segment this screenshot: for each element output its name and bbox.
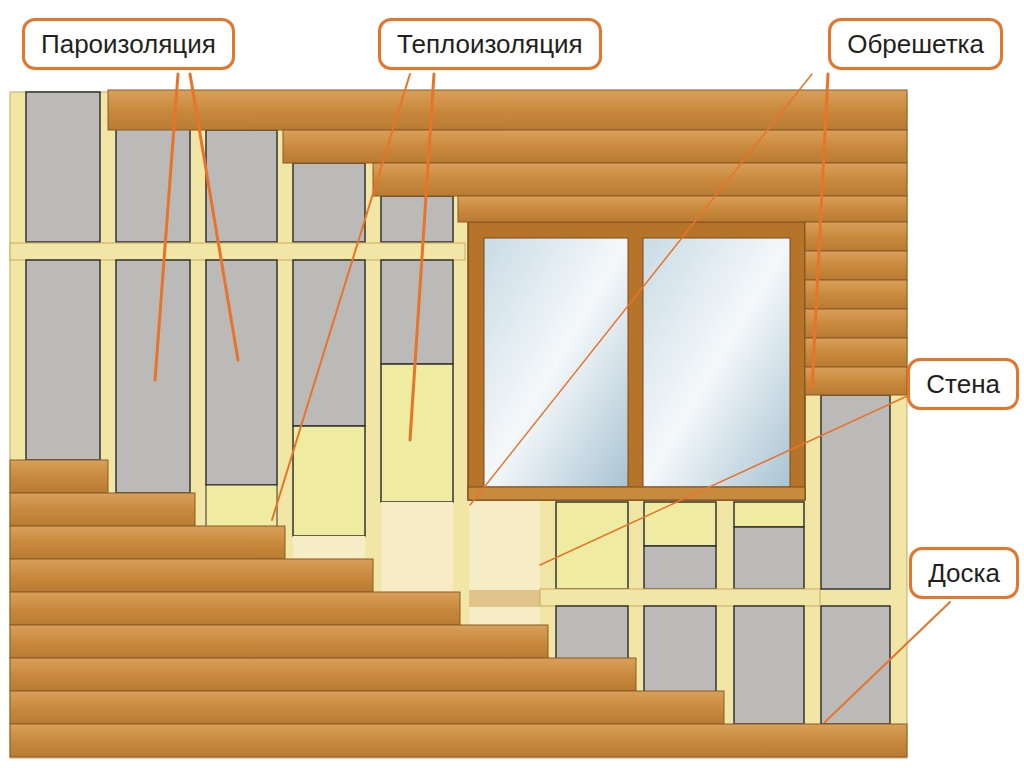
leader-line — [155, 74, 178, 380]
vapor-barrier — [293, 163, 365, 242]
board — [10, 460, 108, 493]
vapor-barrier — [381, 196, 453, 242]
vapor-barrier — [821, 395, 890, 589]
vapor-barrier — [734, 606, 804, 724]
leader-line — [410, 74, 434, 440]
vapor-barrier — [206, 260, 277, 485]
vapor-barrier — [821, 606, 890, 724]
callout-box: Теплоизоляция — [378, 18, 602, 70]
vapor-barrier — [644, 606, 716, 693]
leader-line — [540, 392, 916, 565]
rail — [469, 590, 540, 607]
callout-label: Пароизоляция — [41, 28, 216, 60]
board — [373, 163, 907, 196]
vapor-barrier — [26, 92, 100, 242]
board — [10, 592, 460, 625]
insulation — [734, 502, 804, 527]
leader-line — [190, 74, 238, 360]
board — [108, 90, 907, 130]
insulation — [644, 502, 716, 546]
wall — [293, 536, 365, 560]
board — [458, 196, 907, 222]
vapor-barrier — [556, 606, 628, 660]
board — [283, 130, 907, 163]
callout-box: Пароизоляция — [22, 18, 235, 70]
callout-label: Стена — [926, 368, 1000, 400]
rail — [540, 589, 820, 606]
leader-line — [812, 74, 828, 388]
vapor-barrier — [116, 260, 190, 493]
window-frame — [468, 222, 805, 500]
callout-label: Теплоизоляция — [397, 28, 583, 60]
vapor-barrier — [293, 260, 365, 426]
board — [10, 691, 724, 724]
board — [10, 526, 285, 559]
callout-label: Обрешетка — [847, 28, 984, 60]
callout-label: Доска — [928, 557, 1000, 589]
window-sill — [468, 487, 805, 500]
window-glass — [484, 238, 628, 487]
vapor-barrier — [644, 546, 716, 589]
leader-line — [272, 74, 410, 520]
board — [10, 658, 636, 691]
wall — [469, 500, 540, 626]
board — [10, 559, 373, 592]
callout-box: Доска — [909, 547, 1019, 599]
vapor-barrier — [26, 260, 100, 460]
board — [805, 251, 907, 280]
window-glass — [643, 238, 790, 487]
board — [10, 493, 195, 526]
board — [805, 338, 907, 367]
board — [805, 280, 907, 309]
leader-line — [825, 602, 950, 722]
insulation — [556, 502, 628, 589]
board — [805, 309, 907, 338]
board — [10, 625, 548, 658]
rail — [10, 243, 465, 260]
vapor-barrier — [734, 527, 804, 589]
leader-line — [470, 74, 812, 505]
board — [805, 367, 907, 395]
insulation — [206, 485, 277, 527]
wall — [381, 502, 453, 593]
insulation — [293, 426, 365, 536]
frame — [10, 92, 907, 758]
callout-box: Стена — [907, 358, 1019, 410]
board — [10, 724, 907, 757]
insulation — [381, 364, 453, 502]
callout-box: Обрешетка — [828, 18, 1003, 70]
